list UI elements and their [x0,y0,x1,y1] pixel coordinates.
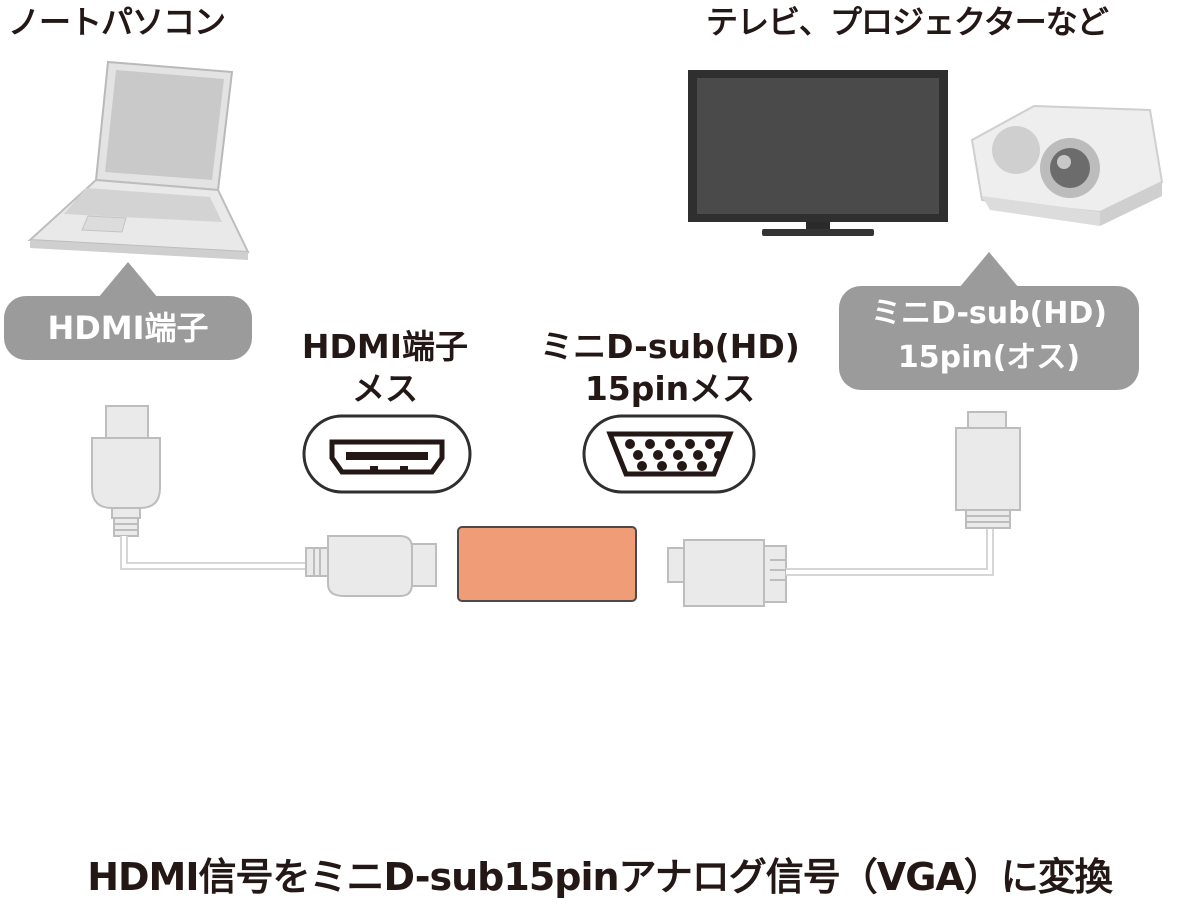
display-port-label-line1: ミニD-sub(HD) [870,296,1108,331]
laptop-port-label: HDMI端子 [47,309,209,347]
adapter-vga-label-line1: ミニD-sub(HD) [540,327,800,366]
hdmi-female-port-icon [302,414,472,494]
projector-icon [970,104,1164,226]
adapter-hdmi-port-label: HDMI端子 メス [278,326,492,410]
hdmi-connector-icon [305,535,437,597]
laptop-title: ノートパソコン [8,3,226,41]
adapter-hdmi-label-line1: HDMI端子 [301,327,469,366]
bottom-caption: HDMI信号をミニD-sub15pinアナログ信号（VGA）に変換 [87,855,1113,899]
vga-cable [786,520,994,576]
vga-plug-icon [955,411,1021,529]
adapter-body [457,526,637,602]
hdmi-cable [120,536,312,570]
vga-female-port-icon [582,414,756,494]
display-title: テレビ、プロジェクターなど [706,3,1109,41]
laptop-port-callout: HDMI端子 [4,262,252,360]
adapter-vga-port-label: ミニD-sub(HD) 15pinメス [520,326,820,410]
adapter-hdmi-label-line2: メス [352,369,418,408]
vga-connector-icon [667,539,787,607]
adapter-vga-label-line2: 15pinメス [584,369,756,408]
tv-icon [688,70,948,236]
display-port-label-line2: 15pin(オス) [897,340,1081,375]
hdmi-plug-icon [91,405,161,537]
laptop-icon [27,60,250,260]
display-port-callout: ミニD-sub(HD) 15pin(オス) [839,252,1139,390]
